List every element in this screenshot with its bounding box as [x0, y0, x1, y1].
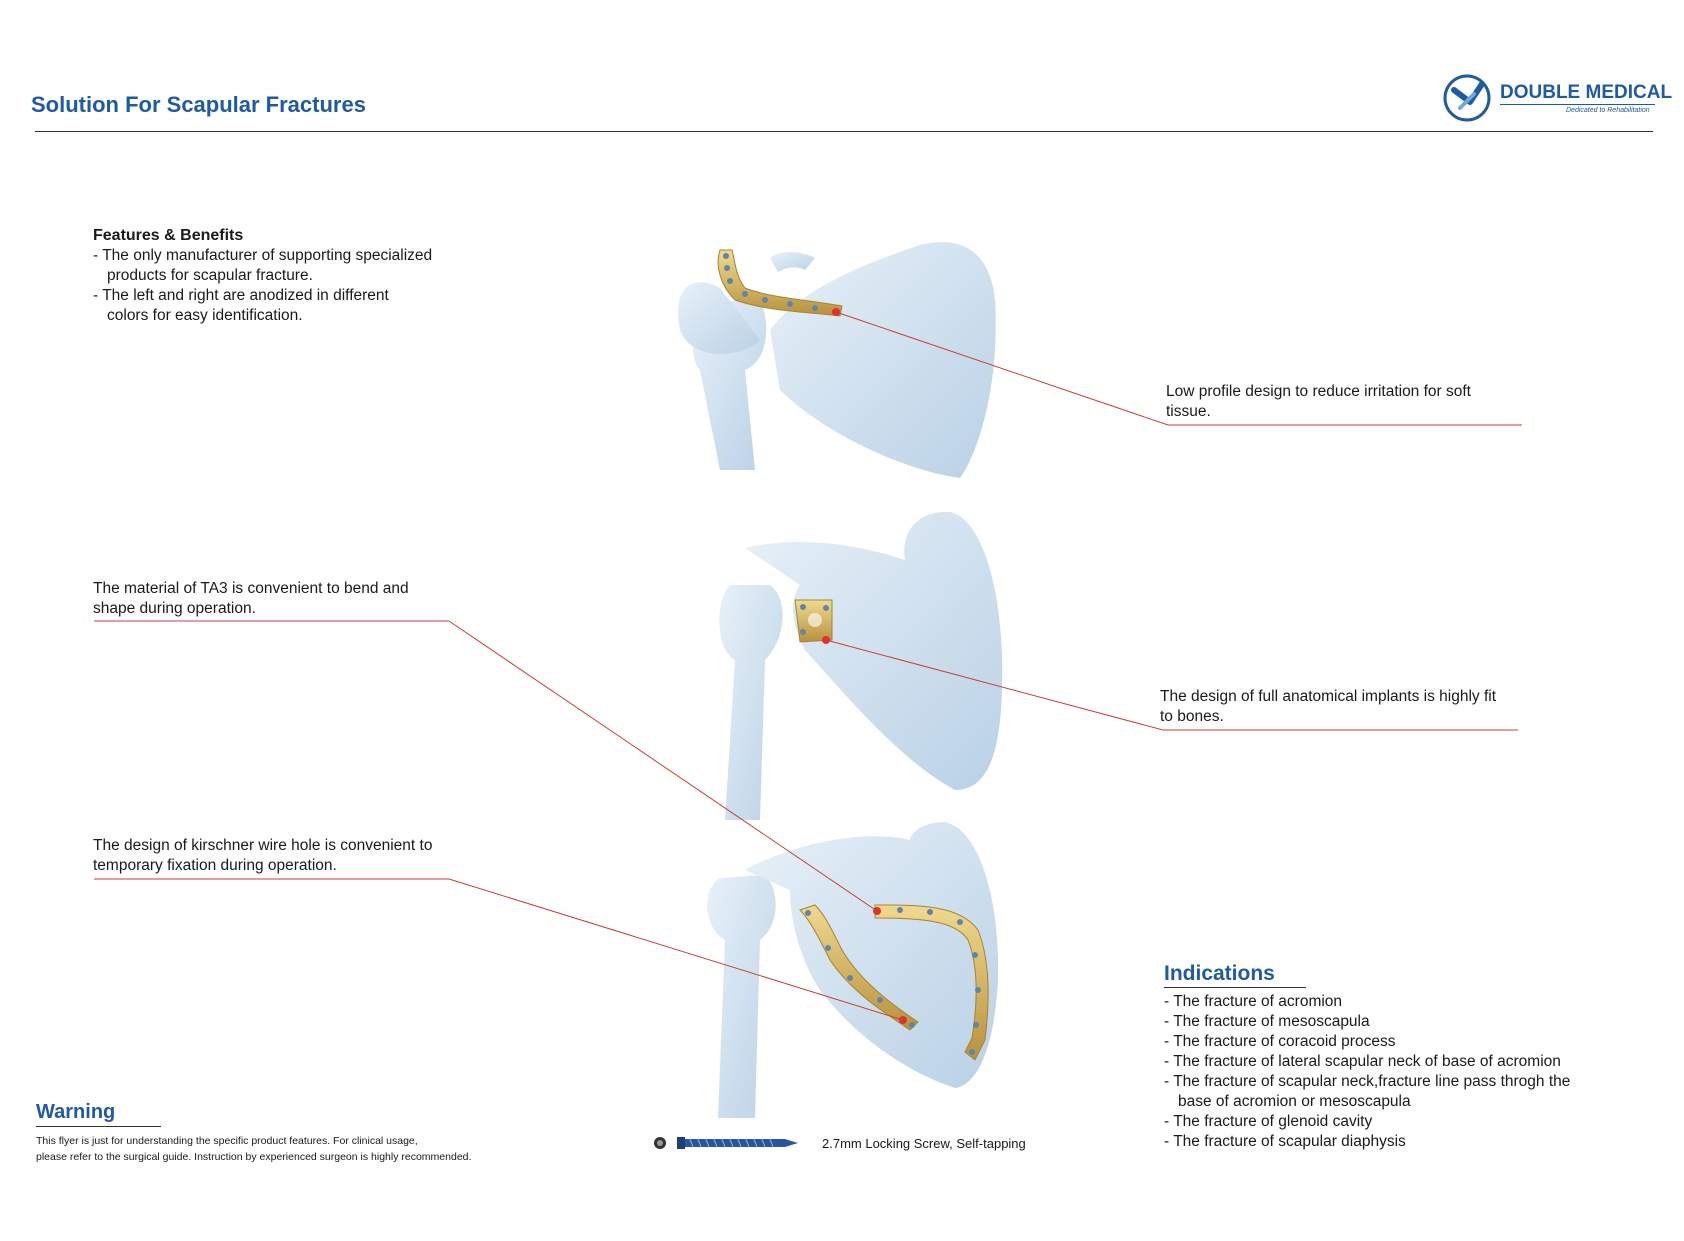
header-divider [35, 131, 1653, 132]
callout-material-line-1: The material of TA3 is convenient to ben… [93, 580, 409, 597]
scapula-figure-top [678, 242, 996, 478]
indications-underline [1164, 987, 1306, 988]
features-item-2-line-2: colors for easy identification. [107, 307, 303, 324]
warning-text: This flyer is just for understanding the… [36, 1133, 471, 1165]
warning-underline [36, 1126, 161, 1127]
callout-anatomical-line-1: The design of full anatomical implants i… [1160, 688, 1496, 705]
list-item: base of acromion or mesoscapula [1178, 1093, 1411, 1110]
features-item-1-line-2: products for scapular fracture. [107, 267, 313, 284]
list-item: - The fracture of coracoid process [1164, 1033, 1396, 1050]
features-item-1-line-1: - The only manufacturer of supporting sp… [93, 247, 433, 264]
locking-screw-icon [654, 1137, 798, 1149]
features-item-2-line-1: - The left and right are anodized in dif… [93, 287, 389, 304]
callout-material: The material of TA3 is convenient to ben… [93, 579, 409, 619]
callout-anatomical: The design of full anatomical implants i… [1160, 687, 1496, 727]
double-medical-logo-icon [1443, 74, 1491, 122]
callout-kwire-line-1: The design of kirschner wire hole is con… [93, 837, 433, 854]
logo-name: DOUBLE MEDICAL [1500, 82, 1673, 103]
list-item: - The fracture of scapular neck,fracture… [1164, 1073, 1571, 1090]
indications-list: - The fracture of acromion - The fractur… [1164, 992, 1570, 1152]
callout-material-line-2: shape during operation. [93, 600, 256, 617]
features-title: Features & Benefits [93, 227, 244, 244]
warning-line-2: please refer to the surgical guide. Inst… [36, 1151, 472, 1163]
list-item: - The fracture of lateral scapular neck … [1164, 1053, 1561, 1070]
features-block: Features & Benefits - The only manufactu… [93, 226, 432, 326]
logo-underline [1500, 104, 1655, 105]
list-item: - The fracture of mesoscapula [1164, 1013, 1370, 1030]
warning-title: Warning [36, 1101, 116, 1123]
warning-line-1: This flyer is just for understanding the… [36, 1135, 418, 1147]
screw-label: 2.7mm Locking Screw, Self-tapping [822, 1136, 1026, 1151]
callout-kwire-line-2: temporary fixation during operation. [93, 857, 337, 874]
list-item: - The fracture of glenoid cavity [1164, 1113, 1373, 1130]
indications-title: Indications [1164, 962, 1275, 985]
list-item: - The fracture of scapular diaphysis [1164, 1133, 1406, 1150]
scapula-figure-bottom [707, 822, 999, 1118]
callout-anatomical-line-2: to bones. [1160, 708, 1224, 725]
callout-low-profile-line-1: Low profile design to reduce irritation … [1166, 383, 1471, 400]
callout-kwire: The design of kirschner wire hole is con… [93, 836, 432, 876]
logo-tagline: Dedicated to Rehabilitation [1566, 107, 1650, 114]
callout-leader-lines [94, 311, 1522, 1021]
page-title: Solution For Scapular Fractures [31, 92, 366, 117]
callout-low-profile: Low profile design to reduce irritation … [1166, 382, 1471, 422]
callout-low-profile-line-2: tissue. [1166, 403, 1211, 420]
list-item: - The fracture of acromion [1164, 993, 1343, 1010]
scapula-figure-middle [719, 511, 1003, 820]
